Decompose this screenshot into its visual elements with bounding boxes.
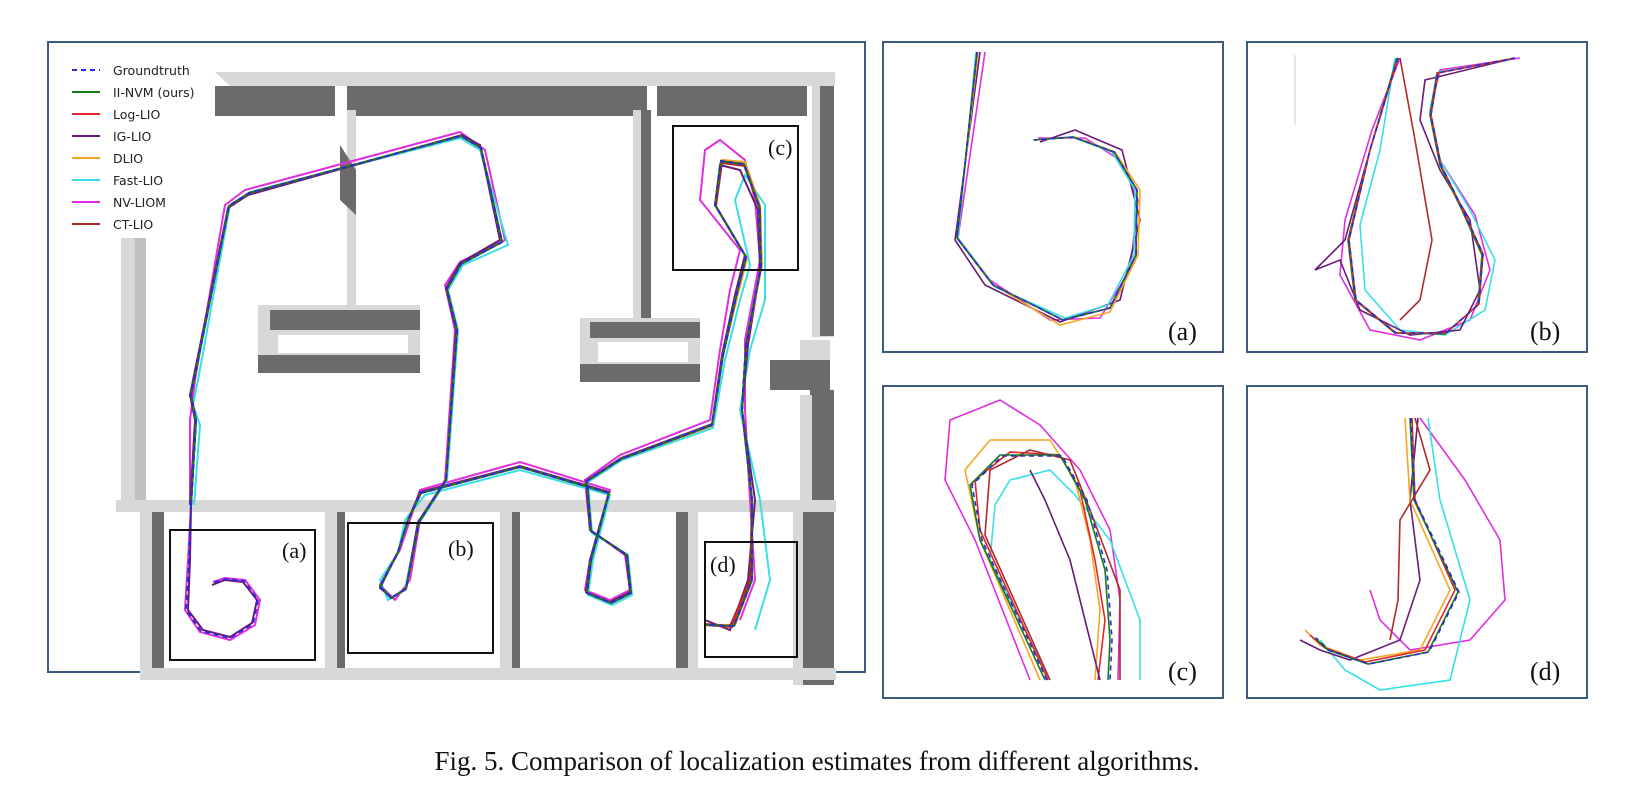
zoom-panel-d: (d) xyxy=(1246,385,1588,699)
inset-label-b: (b) xyxy=(448,536,474,561)
map-inset-boxes xyxy=(169,125,799,661)
inset-box-c xyxy=(672,125,799,271)
legend: Groundtruth II-NVM (ours) Log-LIO IG-LIO… xyxy=(72,63,195,232)
inset-label-d: (d) xyxy=(710,552,736,577)
legend-label-ig-lio: IG-LIO xyxy=(113,129,152,144)
legend-label-log-lio: Log-LIO xyxy=(113,107,160,122)
zoom-panel-c-label: (c) xyxy=(1168,657,1197,686)
zoom-panel-c: (c) xyxy=(882,385,1224,699)
traj-loop-a xyxy=(183,504,262,642)
traj-groundtruth xyxy=(189,134,763,628)
map-trajectories xyxy=(183,130,772,642)
inset-box-a xyxy=(169,529,316,661)
inset-box-d xyxy=(704,541,798,658)
zoom-panel-d-label: (d) xyxy=(1530,657,1560,686)
legend-label-ct-lio: CT-LIO xyxy=(113,217,153,232)
traj-fast-lio xyxy=(191,136,772,631)
legend-label-dlio: DLIO xyxy=(113,151,143,166)
zoom-panel-a-label: (a) xyxy=(1168,317,1197,346)
legend-label-fast-lio: Fast-LIO xyxy=(113,173,163,188)
zoom-panel-b: (b) xyxy=(1246,41,1588,353)
legend-label-groundtruth: Groundtruth xyxy=(113,63,190,78)
inset-label-a: (a) xyxy=(282,538,306,563)
figure-caption: Fig. 5. Comparison of localization estim… xyxy=(434,746,1200,776)
map-walls xyxy=(116,72,836,685)
traj-ig-lio xyxy=(188,133,762,632)
zoom-panel-a: (a) xyxy=(882,41,1224,353)
main-map-panel: (a) (b) (c) (d) Groundtruth II-NVM (ours… xyxy=(47,41,866,685)
legend-label-ii-nvm: II-NVM (ours) xyxy=(113,85,195,100)
inset-box-b xyxy=(347,522,494,654)
inset-label-c: (c) xyxy=(768,135,792,160)
legend-label-nv-liom: NV-LIOM xyxy=(113,195,166,210)
zoom-panel-b-label: (b) xyxy=(1530,317,1560,346)
